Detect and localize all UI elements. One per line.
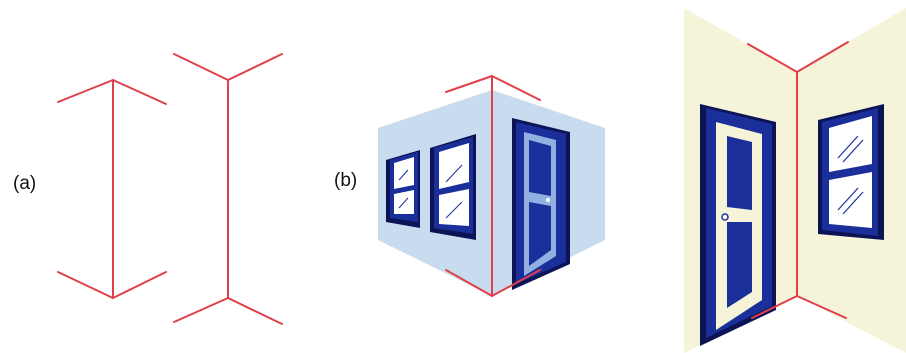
- panel-label-a: (a): [13, 173, 37, 194]
- inside-corner-lines: [747, 41, 849, 319]
- outside-corner-scene: [378, 75, 605, 297]
- inside-corner-scene: [684, 8, 906, 353]
- door-inside: [700, 104, 776, 346]
- muller-lyer-short: [57, 79, 167, 299]
- muller-lyer-long: [173, 53, 283, 325]
- panel-label-b: (b): [334, 170, 358, 191]
- window-inside: [818, 104, 884, 240]
- outside-corner-lines: [445, 75, 541, 297]
- door-outside: [512, 118, 570, 290]
- window-small: [386, 150, 420, 228]
- window-large: [430, 134, 476, 240]
